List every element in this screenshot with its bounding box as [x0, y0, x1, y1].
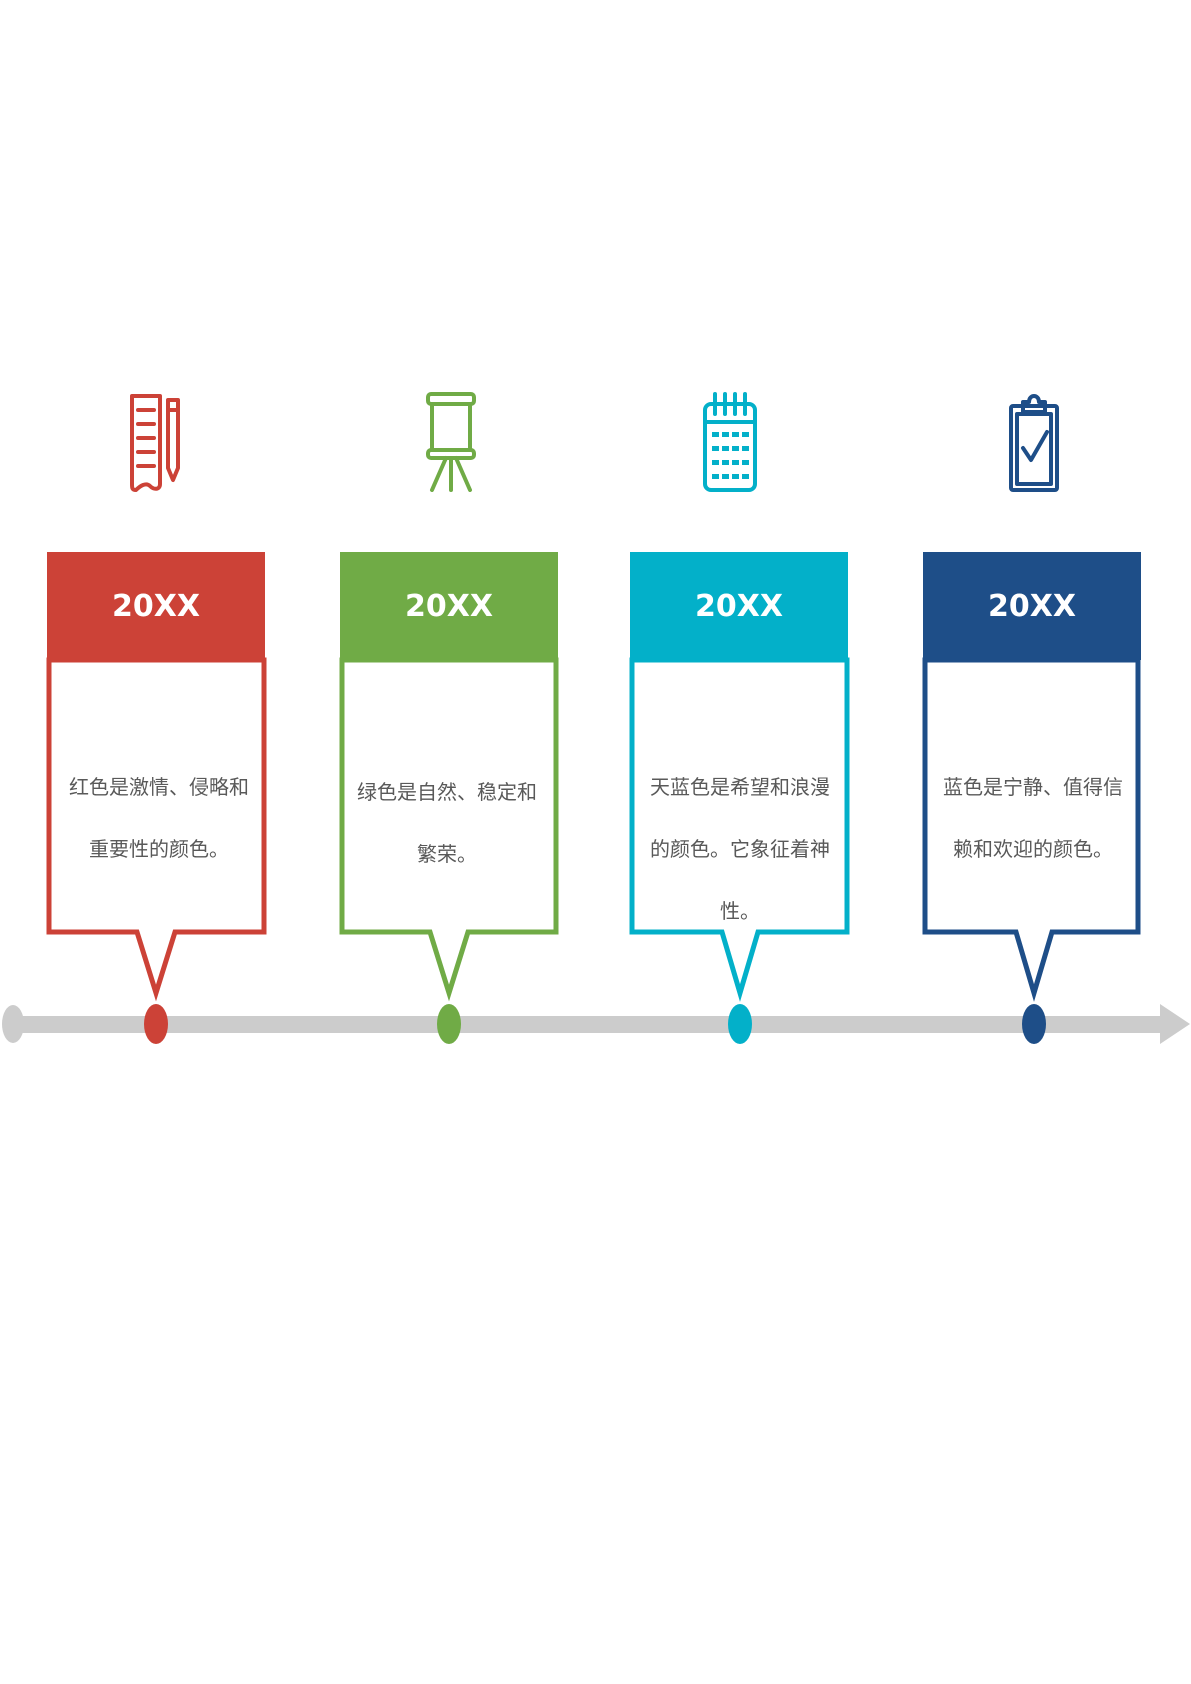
card-text-4: 蓝色是宁静、值得信赖和欢迎的颜色。 — [943, 775, 1123, 861]
card-frame-2 — [339, 657, 559, 1002]
card-header-1: 20XX — [47, 552, 265, 660]
timeline-dot-1 — [144, 1004, 168, 1044]
card-text-1: 红色是激情、侵略和重要性的颜色。 — [69, 775, 249, 861]
calendar-icon — [703, 392, 757, 492]
card-title-2: 20XX — [404, 588, 493, 624]
card-frame-3 — [629, 657, 850, 1002]
timeline-dot-4 — [1022, 1004, 1046, 1044]
clipboard-check-icon — [1009, 394, 1059, 492]
timeline-start-cap — [2, 1005, 24, 1043]
card-title-4: 20XX — [987, 588, 1076, 624]
card-text-3: 天蓝色是希望和浪漫的颜色。它象征着神性。 — [650, 775, 830, 923]
card-title-1: 20XX — [111, 588, 200, 624]
notes-pencil-icon — [130, 394, 180, 492]
timeline-dot-3 — [728, 1004, 752, 1044]
card-header-4: 20XX — [923, 552, 1141, 660]
card-frame-1 — [46, 657, 267, 1002]
timeline-axis — [12, 1016, 1162, 1033]
timeline-dot-2 — [437, 1004, 461, 1044]
card-header-2: 20XX — [340, 552, 558, 660]
timeline-arrowhead — [1160, 1004, 1190, 1044]
card-header-3: 20XX — [630, 552, 848, 660]
card-frame-4 — [922, 657, 1141, 1002]
easel-board-icon — [426, 392, 476, 492]
card-text-2: 绿色是自然、稳定和繁荣。 — [357, 780, 537, 866]
card-title-3: 20XX — [694, 588, 783, 624]
